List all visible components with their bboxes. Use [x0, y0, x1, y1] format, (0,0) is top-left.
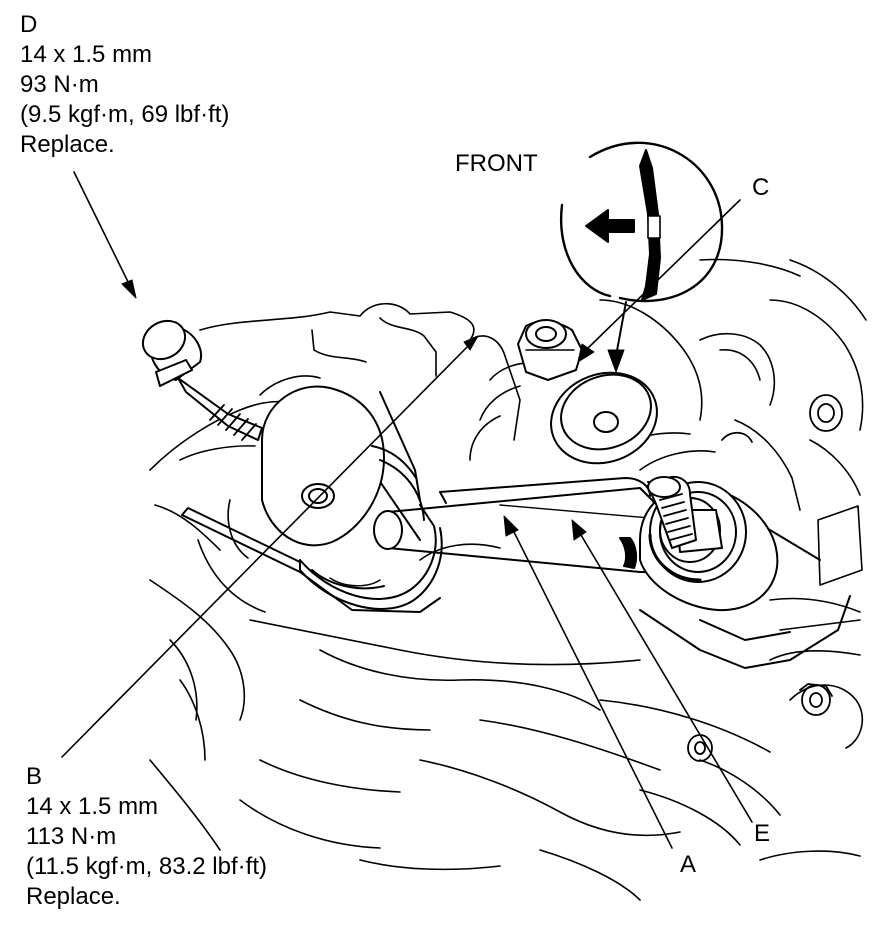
- leader-lines: [61, 171, 753, 849]
- callout-b-note: Replace.: [26, 883, 121, 910]
- label-a: A: [680, 851, 697, 878]
- label-e: E: [754, 820, 771, 847]
- callout-d-size: 14 x 1.5 mm: [20, 41, 153, 68]
- callout-b-torque: 113 N·m: [26, 823, 117, 850]
- inset-pointer-head: [607, 349, 625, 373]
- callout-d-note: Replace.: [20, 131, 115, 158]
- callout-d: D 14 x 1.5 mm 93 N·m (9.5 kgf·m, 69 lbf·…: [20, 10, 229, 160]
- callout-d-torque-alt: (9.5 kgf·m, 69 lbf·ft): [20, 101, 230, 128]
- callout-b-size: 14 x 1.5 mm: [26, 793, 159, 820]
- label-front: FRONT: [455, 150, 538, 177]
- front-inset-circle: [559, 141, 724, 303]
- bolt-d: [141, 319, 263, 441]
- callout-b-torque-alt: (11.5 kgf·m, 83.2 lbf·ft): [26, 853, 267, 880]
- nut-c: [517, 319, 583, 381]
- chassis-background: [149, 258, 867, 901]
- background-nuts: [687, 394, 843, 762]
- label-b: B: [26, 763, 43, 790]
- label-d: D: [20, 11, 38, 38]
- callout-d-torque: 93 N·m: [20, 71, 99, 98]
- callout-b: B 14 x 1.5 mm 113 N·m (11.5 kgf·m, 83.2 …: [26, 762, 267, 912]
- threaded-stud: [647, 476, 697, 549]
- washer: [550, 371, 658, 465]
- knuckle-mount: [261, 385, 443, 610]
- front-arrow-icon: [585, 209, 635, 243]
- label-c: C: [752, 174, 770, 201]
- leader-arrowheads: [121, 279, 595, 541]
- inset-pointer: [615, 301, 627, 357]
